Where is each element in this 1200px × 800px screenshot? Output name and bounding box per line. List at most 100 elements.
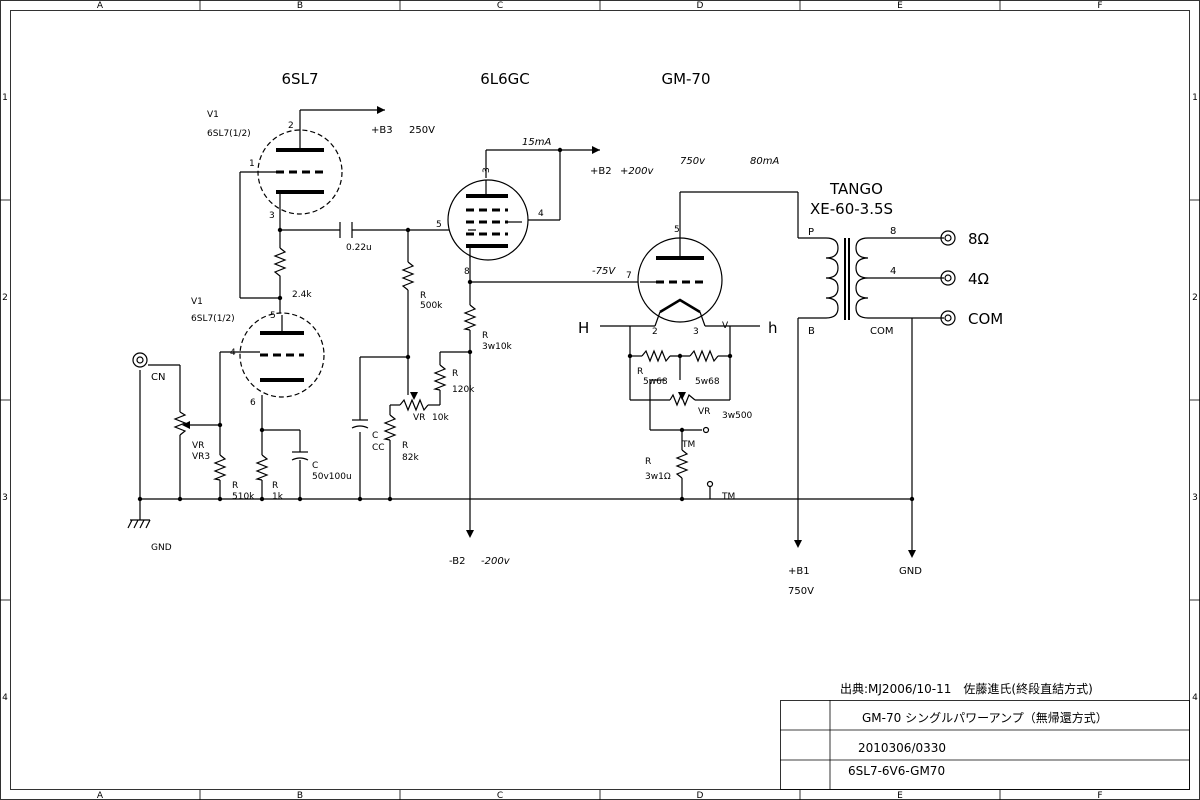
vr-10k xyxy=(399,398,429,412)
b2-label: +B2 xyxy=(590,166,612,177)
tm-testpoint-icon xyxy=(706,480,714,488)
b3-label: +B3 xyxy=(371,125,393,136)
output-8ohm-label: 8Ω xyxy=(968,230,989,248)
r-82k-ref: R xyxy=(402,441,408,451)
secondary-tap-8: 8 xyxy=(890,226,896,237)
heading-6sl7: 6SL7 xyxy=(282,70,319,88)
arrows xyxy=(377,106,916,558)
resistor-1k xyxy=(254,454,269,481)
resistors xyxy=(173,247,719,481)
plate-current-80ma: 80mA xyxy=(750,156,779,167)
resistor-3w10k xyxy=(462,304,477,331)
r-2-4k-label: 2.4k xyxy=(292,290,312,300)
resistor-3w1 xyxy=(675,449,689,479)
heater-h-right: h xyxy=(768,319,778,337)
secondary-tap-4: 4 xyxy=(890,266,896,277)
transformer-model: XE-60-3.5S xyxy=(810,200,893,218)
capacitors xyxy=(291,222,369,470)
row-label-right: 1 xyxy=(1192,93,1198,103)
row-label-right: 4 xyxy=(1192,693,1198,703)
b3-arrow-icon xyxy=(377,106,385,114)
resistor-5w68-right xyxy=(689,349,719,363)
vr3 xyxy=(173,411,187,436)
r-3w10k-value: 3w10k xyxy=(482,342,513,352)
row-label-left: 1 xyxy=(2,93,8,103)
col-label-bottom: D xyxy=(697,791,704,800)
col-label-bottom: F xyxy=(1097,791,1102,800)
junction-dots xyxy=(137,147,915,502)
heater-h-left: H xyxy=(578,319,589,337)
title-block xyxy=(780,700,1190,790)
terminal-8ohm xyxy=(940,230,956,246)
primary-p-label: P xyxy=(808,227,814,238)
tube-6l6gc xyxy=(447,179,529,261)
pin-label: 6 xyxy=(250,398,256,408)
resistor-120k xyxy=(432,364,447,391)
input-connector-icon xyxy=(132,352,148,368)
r-82k-value: 82k xyxy=(402,453,419,463)
resistor-2-4k xyxy=(273,247,287,280)
r-510k-value: 510k xyxy=(232,492,255,502)
neg-b2-voltage: -200v xyxy=(481,556,511,567)
plate-voltage-750v: 750v xyxy=(680,156,706,167)
ground-left-label: GND xyxy=(151,543,172,553)
drawing-code: 6SL7-6V6-GM70 xyxy=(848,764,945,778)
output-4ohm-label: 4Ω xyxy=(968,270,989,288)
r-1k-value: 1k xyxy=(272,492,284,502)
r-1k-ref: R xyxy=(272,481,278,491)
vr-3w500-wiper-icon xyxy=(678,392,686,400)
input-cn-label: CN xyxy=(151,372,165,383)
pin-label: 8 xyxy=(464,267,470,277)
col-label-top: A xyxy=(97,1,104,11)
border-row-labels: 1 2 3 4 1 2 3 4 xyxy=(2,93,1198,703)
transformer-brand: TANGO xyxy=(829,180,883,198)
pin-label: 2 xyxy=(288,121,294,131)
pin-label: 3 xyxy=(693,327,699,337)
tube-v1-top xyxy=(257,129,343,215)
pin-label: 5 xyxy=(436,220,442,230)
r-5w68-left-value: 5w68 xyxy=(643,377,668,387)
gnd-arrow-icon xyxy=(908,550,916,558)
resistor-82k xyxy=(382,414,397,441)
output-terminals xyxy=(132,230,956,368)
r-5w68-left-ref: R xyxy=(637,367,643,377)
v1-bottom-label: V1 xyxy=(191,297,203,307)
vr3-value: VR3 xyxy=(192,452,210,462)
col-label-bottom: C xyxy=(497,791,503,800)
pin-label: 1 xyxy=(249,159,255,169)
vr-10k-wiper-icon xyxy=(410,392,418,400)
col-label-bottom: E xyxy=(897,791,903,800)
b2-arrow-icon xyxy=(592,146,600,154)
drawing-title: GM-70 シングルパワーアンプ（無帰還方式） xyxy=(862,710,1108,725)
source-citation: 出典:MJ2006/10-11 佐藤進氏(終段直結方式) xyxy=(840,681,1093,696)
r-120k-value: 120k xyxy=(452,385,475,395)
primary-b-label: B xyxy=(808,326,815,337)
col-label-bottom: B xyxy=(297,791,303,800)
pin-label: 4 xyxy=(538,209,544,219)
row-label-right: 2 xyxy=(1192,293,1198,303)
resistor-500k xyxy=(401,261,415,291)
vr3-wiper-icon xyxy=(182,421,190,429)
grid-voltage: -75V xyxy=(592,266,616,277)
vr3-ref: VR xyxy=(192,441,204,451)
c-50v-value: 50v100u xyxy=(312,472,352,482)
output-com-label: COM xyxy=(968,310,1003,328)
tm-mid-label: TM xyxy=(681,440,695,450)
col-label-top: B xyxy=(297,1,303,11)
pin-label: 5 xyxy=(270,311,276,321)
v1-top-label: V1 xyxy=(207,110,219,120)
r-3w10k-ref: R xyxy=(482,331,488,341)
b2-voltage: +200v xyxy=(620,166,654,177)
c-cc-ref: C xyxy=(372,431,378,441)
row-label-right: 3 xyxy=(1192,493,1198,503)
row-label-left: 2 xyxy=(2,293,8,303)
vr-10k-ref: VR xyxy=(413,413,425,423)
tube-gm70 xyxy=(637,237,723,327)
tm-testpoint-mid-icon xyxy=(702,426,710,434)
col-label-bottom: A xyxy=(97,791,104,800)
pin-label: 5 xyxy=(674,225,680,235)
tube-v1-bottom xyxy=(239,312,325,398)
secondary-com-tap: COM xyxy=(870,326,893,337)
row-label-left: 3 xyxy=(2,493,8,503)
